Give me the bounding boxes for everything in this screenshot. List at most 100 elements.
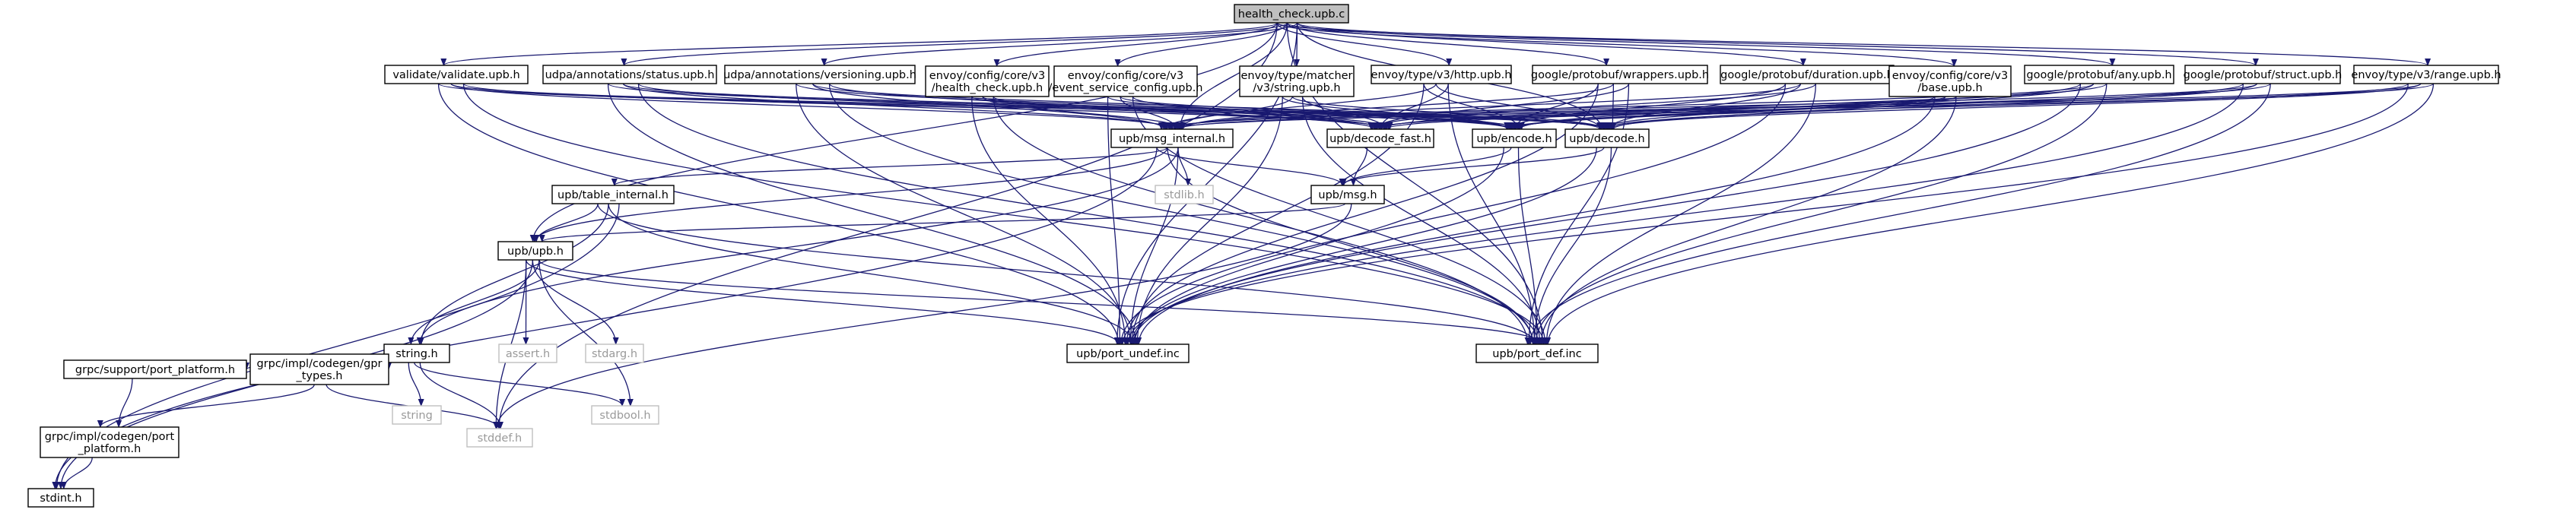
node-env_event[interactable]: envoy/config/core/v3/event_service_confi… — [1049, 65, 1203, 97]
edge-root-to-gp_any — [1286, 22, 2116, 66]
node-validate[interactable]: validate/validate.upb.h — [384, 65, 529, 84]
node-stdint[interactable]: stdint.h — [27, 488, 94, 508]
node-decode[interactable]: upb/decode.h — [1564, 128, 1650, 148]
node-table_internal-box — [551, 185, 675, 204]
node-udpa_versioning-box — [724, 65, 916, 84]
edge-env_range-to-msg_internal — [1176, 83, 2422, 130]
node-env_health[interactable]: envoy/config/core/v3/health_check.upb.h — [925, 65, 1050, 97]
node-upb[interactable]: upb/upb.h — [497, 241, 573, 261]
node-gp_struct-label-line-0: google/protobuf/struct.upb.h — [2184, 69, 2343, 81]
edge-env_range-to-port_undef — [1119, 83, 2409, 345]
edge-env_http-to-port_undef — [1129, 83, 1425, 345]
node-stddef: stddef.h — [466, 428, 533, 448]
node-table_internal[interactable]: upb/table_internal.h — [551, 185, 675, 204]
edge-udpa_versioning-to-encode — [796, 83, 1521, 130]
edge-env_range-to-encode — [1509, 83, 2409, 130]
node-stdlib: stdlib.h — [1155, 185, 1214, 204]
edge-env_event-to-decode — [1120, 96, 1611, 130]
node-env_matcher[interactable]: envoy/type/matcher/v3/string.upb.h — [1239, 65, 1355, 97]
node-port_undef-label-line-0: upb/port_undef.inc — [1076, 348, 1180, 360]
node-gp_any[interactable]: google/protobuf/any.upb.h — [2024, 65, 2174, 84]
node-msg[interactable]: upb/msg.h — [1310, 185, 1385, 204]
edge-udpa_versioning-to-port_undef — [796, 83, 1134, 345]
edge-msg_internal-to-upb — [532, 147, 1168, 242]
node-gp_duration[interactable]: google/protobuf/duration.upb.h — [1720, 65, 1895, 84]
edge-root-to-gp_wrappers — [1286, 22, 1609, 66]
node-grpc_sp-label-line-0: grpc/support/port_platform.h — [75, 364, 235, 376]
node-stdint-box — [27, 488, 94, 508]
node-gp_wrappers-label-line-0: google/protobuf/wrappers.upb.h — [1531, 69, 1709, 81]
node-grpc_gpr[interactable]: grpc/impl/codegen/gpr_types.h — [249, 353, 389, 385]
edge-string_h-to-stddef — [419, 362, 503, 429]
node-udpa_versioning-label-line-0: udpa/annotations/versioning.upb.h — [723, 69, 916, 81]
edge-udpa_status-to-msg_internal — [622, 83, 1173, 130]
edge-msg_internal-to-stdint — [52, 147, 1158, 489]
node-udpa_status[interactable]: udpa/annotations/status.upb.h — [542, 65, 717, 84]
edge-gp_wrappers-to-msg_internal — [1180, 83, 1615, 130]
node-msg_internal-box — [1110, 128, 1234, 148]
node-gp_struct-box — [2184, 65, 2341, 84]
edge-decode-to-port_def — [1531, 147, 1612, 345]
node-udpa_versioning[interactable]: udpa/annotations/versioning.upb.h — [723, 65, 916, 84]
node-string_h[interactable]: string.h — [383, 343, 450, 363]
edge-msg_internal-to-port_undef — [1127, 147, 1179, 345]
node-env_health-label-line-0: envoy/config/core/v3 — [929, 70, 1045, 82]
node-msg_internal[interactable]: upb/msg_internal.h — [1110, 128, 1234, 148]
node-grpc_gpr-box — [249, 353, 389, 385]
edge-gp_any-to-port_def — [1533, 83, 2107, 345]
node-upb-box — [497, 241, 573, 261]
edge-msg-to-upb — [539, 203, 1346, 242]
node-env_event-label-line-1: /event_service_config.upb.h — [1049, 82, 1203, 94]
node-env_health-box — [925, 65, 1050, 97]
node-stdbool-box — [591, 405, 659, 425]
node-grpc_ip[interactable]: grpc/impl/codegen/port_platform.h — [40, 426, 179, 458]
node-port_def[interactable]: upb/port_def.inc — [1475, 343, 1599, 363]
edge-grpc_sp-to-grpc_ip — [116, 378, 133, 428]
edge-msg_internal-to-msg — [1156, 147, 1346, 186]
node-stddef-box — [466, 428, 533, 448]
edge-encode-to-port_def — [1517, 147, 1540, 345]
node-stdarg: stdarg.h — [585, 343, 644, 363]
node-root-box — [1234, 4, 1349, 24]
edge-root-to-udpa_versioning — [821, 22, 1298, 66]
edge-upb-to-port_undef — [526, 259, 1122, 345]
node-port_undef[interactable]: upb/port_undef.inc — [1066, 343, 1190, 363]
node-env_http[interactable]: envoy/type/v3/http.upb.h — [1371, 65, 1512, 84]
edge-env_event-to-msg_internal — [1120, 96, 1180, 130]
edge-table_internal-to-upb — [533, 203, 599, 242]
node-env_range[interactable]: envoy/type/v3/range.upb.h — [2351, 65, 2501, 84]
node-gp_struct[interactable]: google/protobuf/struct.upb.h — [2184, 65, 2343, 84]
node-gp_duration-box — [1720, 65, 1895, 84]
edge-decode-to-msg — [1339, 147, 1605, 186]
node-decode_fast-box — [1326, 128, 1434, 148]
edge-gp_struct-to-decode — [1610, 83, 2257, 130]
node-stddef-label-line-0: stddef.h — [478, 432, 522, 445]
node-stdbool: stdbool.h — [591, 405, 659, 425]
edge-gp_duration-to-port_undef — [1118, 83, 1787, 345]
node-assert-label-line-0: assert.h — [506, 348, 550, 360]
node-msg_internal-label-line-0: upb/msg_internal.h — [1119, 133, 1225, 145]
node-env_matcher-box — [1239, 65, 1355, 97]
node-root[interactable]: health_check.upb.c — [1234, 4, 1349, 24]
edge-gp_wrappers-to-decode_fast — [1372, 83, 1630, 130]
node-env_http-box — [1371, 65, 1512, 84]
edge-encode-to-port_undef — [1131, 147, 1504, 345]
edge-root-to-env_http — [1276, 22, 1453, 66]
edge-string_h-to-stdbool — [414, 362, 625, 407]
node-gp_any-box — [2024, 65, 2174, 84]
node-env_health-label-line-1: /health_check.upb.h — [932, 82, 1043, 94]
node-encode[interactable]: upb/encode.h — [1472, 128, 1557, 148]
node-env_event-label-line-0: envoy/config/core/v3 — [1068, 70, 1183, 82]
node-port_def-box — [1475, 343, 1599, 363]
node-msg-label-line-0: upb/msg.h — [1318, 189, 1377, 201]
edge-env_health-to-port_def — [993, 96, 1531, 345]
node-stdarg-label-line-0: stdarg.h — [592, 348, 637, 360]
node-env_range-label-line-0: envoy/type/v3/range.upb.h — [2351, 69, 2501, 81]
node-gp_wrappers[interactable]: google/protobuf/wrappers.upb.h — [1531, 65, 1709, 84]
node-decode_fast[interactable]: upb/decode_fast.h — [1326, 128, 1434, 148]
node-grpc_sp[interactable]: grpc/support/port_platform.h — [63, 359, 247, 379]
node-stdlib-box — [1155, 185, 1214, 204]
edge-env_event-to-encode — [1107, 96, 1514, 130]
node-env_base[interactable]: envoy/config/core/v3/base.upb.h — [1888, 65, 2012, 97]
